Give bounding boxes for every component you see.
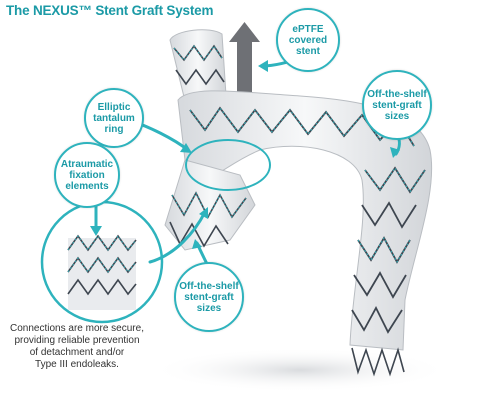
label-atraumatic-text: Atraumatic fixation elements [60,158,114,192]
label-eptfe-text: ePTFE covered stent [288,23,328,57]
elliptic-ring-highlight [185,139,271,191]
label-atraumatic-fixation: Atraumatic fixation elements [54,142,120,208]
branch-tube [169,29,227,106]
label-elliptic-tantalum-ring: Elliptic tantalum ring [84,88,144,148]
side-branch-graft [164,159,256,251]
aortic-arch-graft [177,90,433,377]
label-off-the-shelf-bottom: Off-the-shelf stent-graft sizes [174,262,244,332]
label-offshelf-bottom-text: Off-the-shelf stent-graft sizes [179,280,239,314]
flow-arrow [229,22,260,100]
label-elliptic-text: Elliptic tantalum ring [93,101,135,135]
label-eptfe-covered-stent: ePTFE covered stent [276,8,340,72]
label-offshelf-right-text: Off-the-shelf stent-graft sizes [367,88,427,122]
floor-shadow [150,348,450,392]
caption-text: Connections are more secure, providing r… [10,323,144,370]
arrow-heads [90,60,400,249]
arrow-inset-link [148,210,207,264]
detail-inset [40,200,164,324]
page-title: The NEXUS™ Stent Graft System [6,3,214,18]
label-off-the-shelf-right: Off-the-shelf stent-graft sizes [362,70,432,140]
